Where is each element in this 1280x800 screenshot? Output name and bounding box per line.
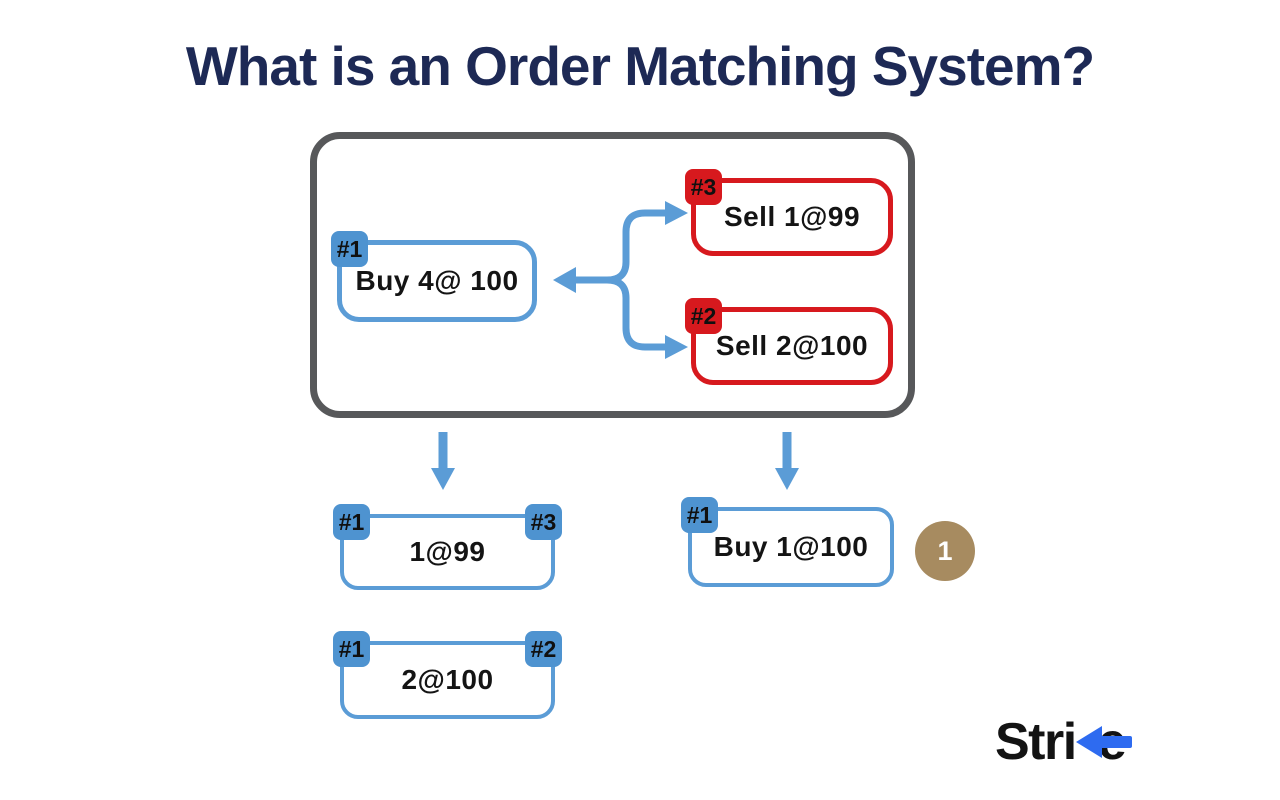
remaining-order-label: Buy 1@100 <box>713 531 869 562</box>
sell-order-top-label: Sell 1@99 <box>723 201 861 232</box>
order-number-tag: #1 <box>331 231 368 267</box>
matched-trade-bottom-box: #1 #2 2@100 <box>333 631 562 719</box>
logo-left-arrow-icon <box>1075 726 1132 758</box>
matched-trade-top-box: #1 #3 1@99 <box>333 504 562 590</box>
matched-trade-top-label: 1@99 <box>409 536 486 567</box>
down-arrow-icon <box>775 432 799 490</box>
order-number-tag: #3 <box>685 169 722 205</box>
order-number-tag: #1 <box>681 497 718 533</box>
logo-text-left: Stri <box>995 713 1077 771</box>
bottom-right-arrowhead <box>665 335 688 359</box>
order-number-tag: #2 <box>685 298 722 334</box>
order-number-tag: #3 <box>525 504 562 540</box>
page-title: What is an Order Matching System? <box>185 35 1095 97</box>
top-right-arrowhead <box>665 201 688 225</box>
order-number-tag: #1 <box>333 631 370 667</box>
buy-order-label: Buy 4@ 100 <box>355 265 519 296</box>
matched-trade-bottom-label: 2@100 <box>401 664 494 695</box>
match-branch-arrow-icon <box>553 201 688 359</box>
strike-logo: Stri e <box>995 712 1132 772</box>
remaining-order-box: #1 Buy 1@100 <box>681 497 894 587</box>
sell-order-top-box: #3 Sell 1@99 <box>685 169 893 256</box>
left-arrowhead <box>553 267 576 293</box>
order-number-tag: #2 <box>525 631 562 667</box>
step-badge: 1 <box>915 521 975 581</box>
down-arrow-icon <box>431 432 455 490</box>
sell-order-bottom-box: #2 Sell 2@100 <box>685 298 893 385</box>
buy-order-box: #1 Buy 4@ 100 <box>331 231 537 322</box>
sell-order-bottom-label: Sell 2@100 <box>715 330 869 361</box>
order-number-tag: #1 <box>333 504 370 540</box>
